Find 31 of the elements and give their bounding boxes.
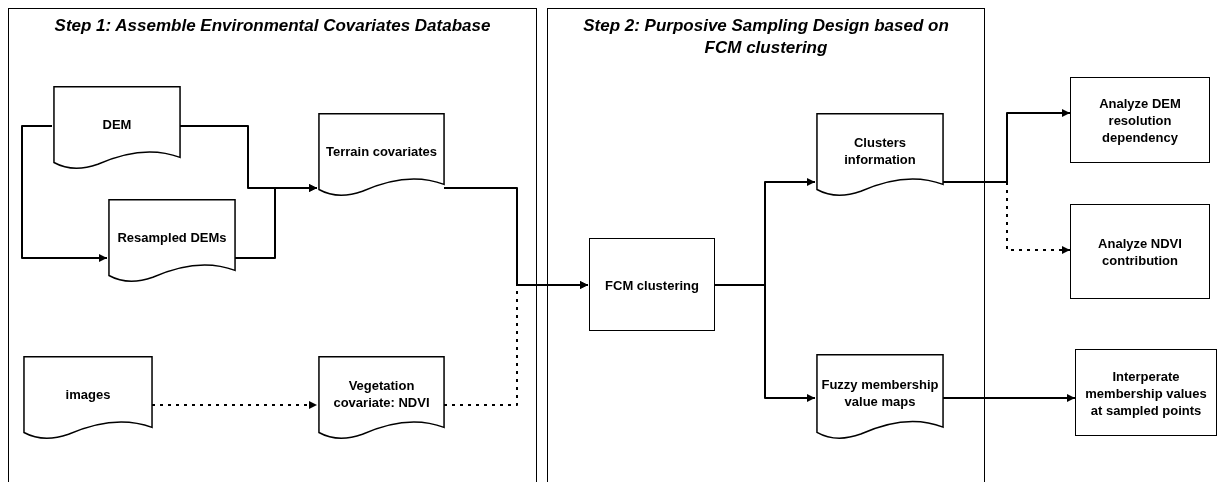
node-label: images <box>64 385 112 404</box>
node-label: Analyze NDVI contribution <box>1097 234 1183 269</box>
process-box <box>1070 77 1210 163</box>
process-box <box>589 238 715 331</box>
panel-title: Step 1: Assemble Environmental Covariates Database <box>53 15 492 37</box>
arrow <box>443 187 589 289</box>
panel-title: Step 2: Purposive Sampling Design based on FCM clustering <box>582 15 950 59</box>
process-box <box>1075 349 1217 436</box>
document-shape <box>53 86 181 171</box>
process-box <box>1070 204 1210 299</box>
step-panel <box>8 8 537 482</box>
node-label: Clusters information <box>843 134 917 170</box>
arrow <box>151 401 318 409</box>
node-label: Terrain covariates <box>324 142 438 161</box>
arrow <box>942 181 1071 254</box>
document-shape <box>816 354 944 441</box>
node-label: Interperate membership values at sampled points <box>1084 367 1208 418</box>
node-label: Vegetation covariate: NDVI <box>332 377 431 413</box>
document-shape <box>816 113 944 198</box>
node-label: FCM clustering <box>604 276 700 293</box>
arrow <box>443 281 589 406</box>
document-shape <box>318 356 445 441</box>
node-label: Resampled DEMs <box>116 228 228 247</box>
document-shape <box>318 113 445 198</box>
arrow <box>21 125 108 262</box>
node-label: DEM <box>101 115 133 134</box>
node-label: Analyze DEM resolution dependency <box>1098 94 1182 146</box>
document-shape <box>23 356 153 441</box>
step-panel <box>547 8 985 482</box>
document-shape <box>108 199 236 284</box>
node-label: Fuzzy membership value maps <box>820 376 940 412</box>
